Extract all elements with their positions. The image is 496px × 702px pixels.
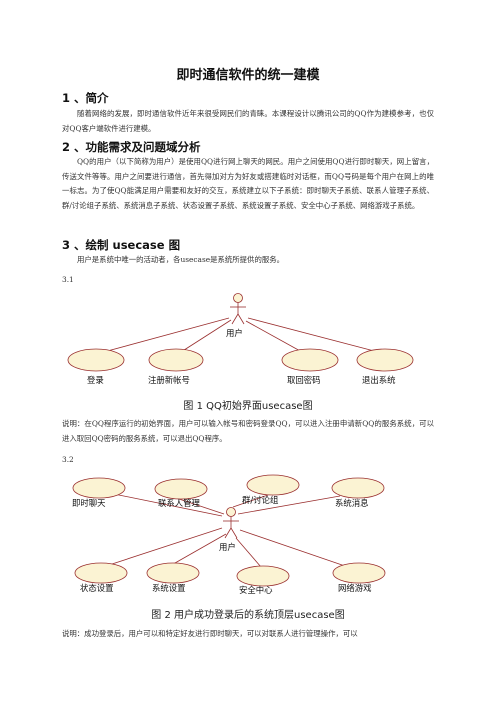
section-heading-intro: 1 、简介 [62, 91, 109, 105]
fig1-usecase-exit [356, 348, 414, 372]
page-title: 即时通信软件的统一建模 [176, 68, 320, 83]
fig2-actor-label: 用户 [219, 542, 236, 552]
fig1-usecase-label-recover: 取回密码 [287, 375, 321, 385]
fig1-associations [99, 317, 379, 354]
fig2-usecase-status-settings [74, 562, 128, 584]
fig1-usecase-login [67, 348, 125, 372]
fig1-label: 3.1 [62, 275, 74, 284]
fig2-actor-figure [223, 507, 239, 539]
fig2-usecase-group-discussion [246, 474, 300, 496]
fig2-usecase-security-center [236, 565, 290, 587]
fig1-usecase-label-register: 注册新帐号 [148, 375, 190, 385]
fig1-usecase-label-exit: 退出系统 [362, 375, 396, 385]
fig2-usecase-label-settings: 系统设置 [152, 583, 186, 593]
fig2-usecase-label-message: 系统消息 [335, 498, 369, 508]
fig2-associations [108, 493, 346, 568]
fig2-usecase-system-message [331, 477, 385, 499]
fig2-usecase-label-status: 状态设置 [80, 583, 114, 593]
fig2-usecase-label-group: 群/讨论组 [242, 495, 279, 505]
paragraph-usecase: 用户是系统中唯一的活动者，各usecase是系统所提供的服务。 [77, 255, 285, 264]
fig2-usecase-label-contacts: 联系人管理 [158, 498, 200, 508]
fig2-label: 3.2 [62, 455, 74, 464]
fig1-description: 说明：在QQ程序运行的初始界面，用户可以输入帐号和密码登录QQ，可以进入注册申请… [62, 419, 434, 443]
fig1-usecase-register [148, 348, 204, 372]
fig2-usecase-system-settings [146, 562, 200, 584]
fig1-usecase-label-login: 登录 [87, 375, 104, 385]
fig1-actor-label: 用户 [226, 328, 243, 338]
fig2-usecase-label-games: 网络游戏 [338, 583, 372, 593]
fig2-usecase-contact-management [154, 478, 208, 500]
fig2-caption: 图 2 用户成功登录后的系统顶层usecase图 [151, 610, 345, 621]
section-heading-requirements: 2 、功能需求及问题域分析 [62, 140, 201, 154]
fig2-description: 说明：成功登录后，用户可以和特定好友进行即时聊天，可以对联系人进行管理操作，可以 [62, 629, 358, 638]
fig1-usecase-recover-password [281, 348, 339, 372]
paragraph-intro: 随着网络的发展，即时通信软件近年来很受网民们的青睐。本课程设计以腾讯公司的QQ作… [62, 109, 434, 133]
fig2-usecase-online-games [332, 562, 386, 584]
paragraph-requirements: QQ的用户（以下简称为用户）是使用QQ进行网上聊天的网民。用户之间使用QQ进行即… [62, 157, 434, 210]
fig1-caption: 图 1 QQ初始界面usecase图 [183, 401, 313, 412]
fig2-usecase-instant-chat [72, 477, 126, 499]
section-heading-usecase: 3 、绘制 usecase 图 [62, 238, 181, 252]
fig1-actor-figure [230, 293, 246, 325]
fig2-usecase-label-security: 安全中心 [239, 585, 273, 595]
fig2-usecase-label-chat: 即时聊天 [72, 498, 106, 508]
